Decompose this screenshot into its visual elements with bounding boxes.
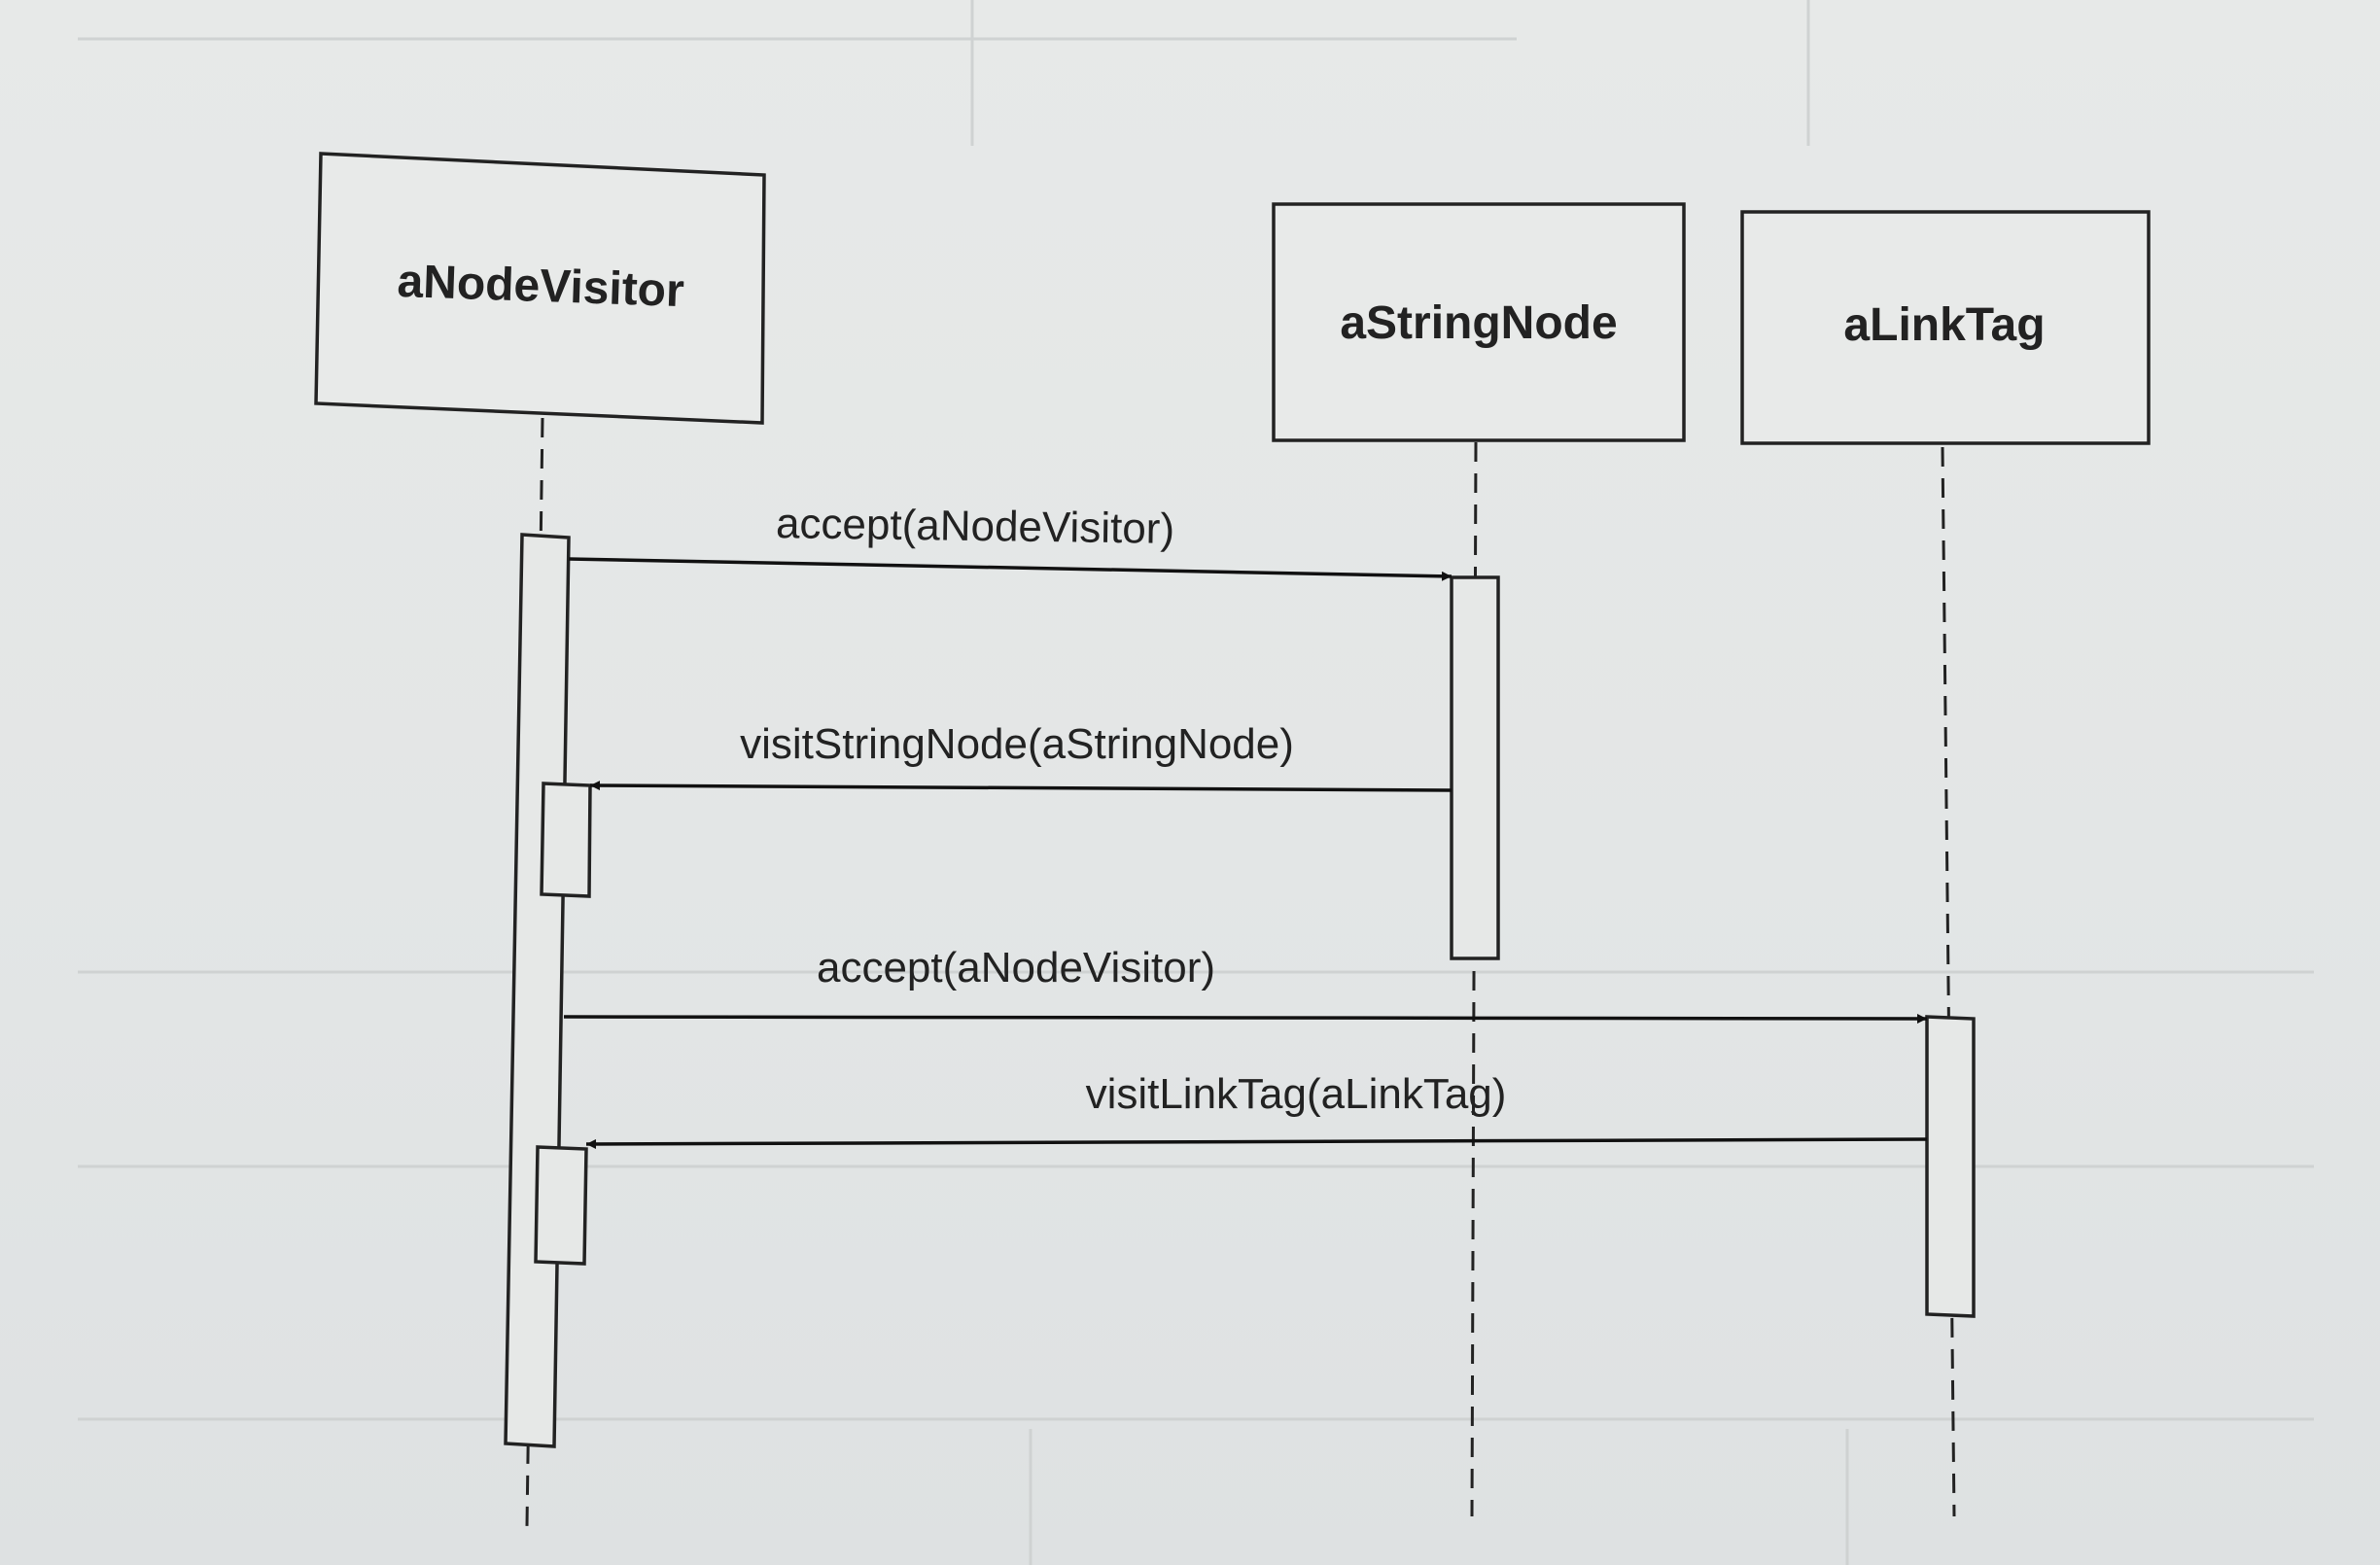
message-label: accept(aNodeVisitor)	[817, 944, 1215, 991]
participant-astringnode: aStringNode	[1272, 202, 1686, 442]
message-2: visitStringNode(aStringNode)	[589, 720, 1452, 792]
participant-box	[314, 152, 766, 425]
participant-box	[1272, 202, 1686, 442]
participant-box	[1740, 210, 2151, 445]
activation-visitlinktag	[534, 1145, 588, 1266]
participant-alinktag: aLinkTag	[1740, 210, 2151, 445]
participant-name: aNodeVisitor	[397, 256, 685, 317]
background-ghost-lines	[78, 0, 2314, 1565]
lifeline-alinktag	[1941, 446, 1956, 1517]
activation-anodevisitor	[504, 533, 571, 1448]
lifeline-astringnode	[1470, 441, 1478, 1517]
activation-astringnode	[1450, 575, 1500, 960]
lifelines	[525, 417, 1956, 1527]
activation-visitstringnode	[540, 782, 592, 898]
activation-alinktag	[1925, 1015, 1976, 1318]
message-label: visitStringNode(aStringNode)	[740, 720, 1294, 768]
message-arrow	[563, 1013, 1928, 1024]
participant-anodevisitor: aNodeVisitor	[314, 152, 766, 425]
message-arrow	[589, 781, 1452, 792]
message-3: accept(aNodeVisitor)	[563, 944, 1928, 1024]
message-4: visitLinkTag(aLinkTag)	[585, 1070, 1928, 1149]
participant-name: aLinkTag	[1843, 299, 2045, 351]
message-label: visitLinkTag(aLinkTag)	[1086, 1070, 1507, 1118]
activation-bars	[504, 533, 1976, 1448]
message-1: accept(aNodeVisitor)	[568, 500, 1452, 581]
message-label: accept(aNodeVisitor)	[776, 500, 1175, 553]
message-arrow	[568, 557, 1452, 581]
message-arrow	[585, 1137, 1928, 1149]
participant-name: aStringNode	[1340, 297, 1617, 349]
